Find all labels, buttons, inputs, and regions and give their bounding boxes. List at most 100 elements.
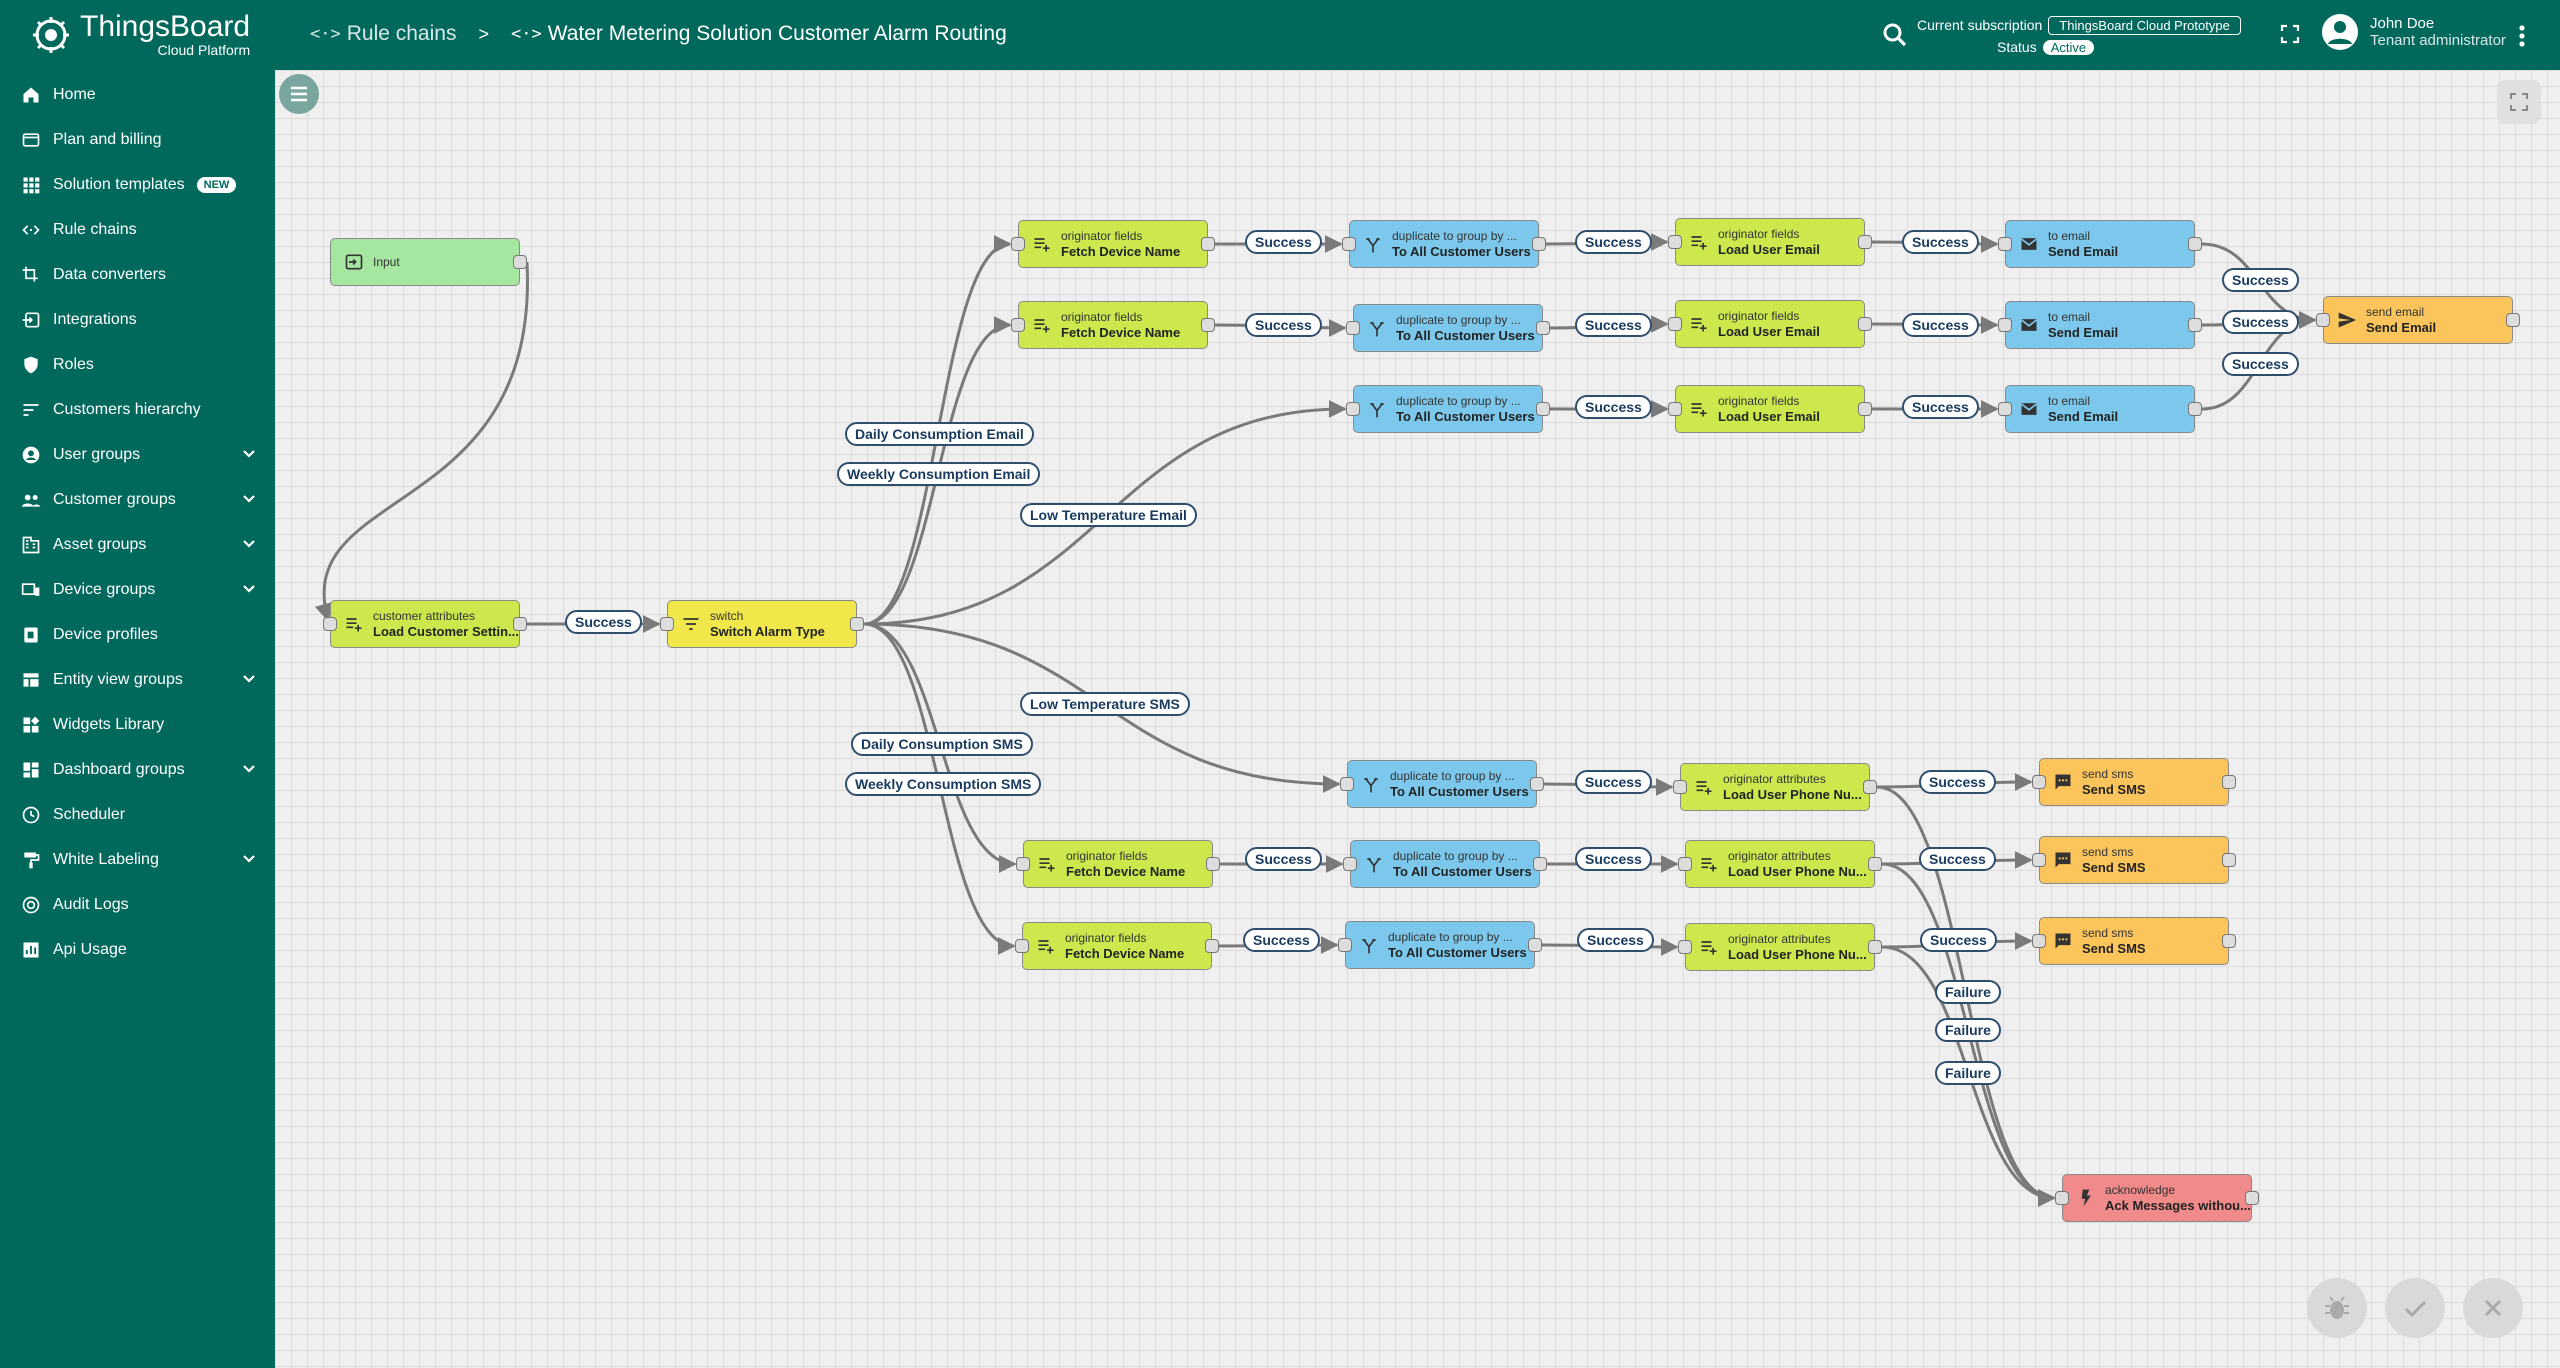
- edge-label-failure[interactable]: Failure: [1935, 980, 2001, 1004]
- node-input-port[interactable]: [1346, 402, 1360, 416]
- node-output-port[interactable]: [2188, 237, 2202, 251]
- edge-label-success[interactable]: Success: [565, 610, 642, 634]
- sidebar-item-dashboard-groups[interactable]: Dashboard groups: [0, 747, 275, 792]
- node-input-port[interactable]: [1011, 237, 1025, 251]
- node-input-port[interactable]: [1343, 857, 1357, 871]
- node-output-port[interactable]: [1201, 237, 1215, 251]
- chevron-down-icon[interactable]: [241, 491, 257, 507]
- edge-label-weekly-email[interactable]: Weekly Consumption Email: [837, 462, 1041, 486]
- node-input-port[interactable]: [2316, 313, 2330, 327]
- node-output-port[interactable]: [1536, 402, 1550, 416]
- node-output-port[interactable]: [1205, 939, 1219, 953]
- logo[interactable]: ThingsBoard Cloud Platform: [30, 12, 250, 58]
- sidebar-item-roles[interactable]: Roles: [0, 342, 275, 387]
- edge-label-success[interactable]: Success: [1577, 928, 1654, 952]
- edge-label-success[interactable]: Success: [1902, 395, 1979, 419]
- sidebar-item-entity-view-groups[interactable]: Entity view groups: [0, 657, 275, 702]
- rule-node-dup6[interactable]: duplicate to group by ...To All Customer…: [1345, 921, 1535, 969]
- node-input-port[interactable]: [1998, 318, 2012, 332]
- sidebar-item-device-groups[interactable]: Device groups: [0, 567, 275, 612]
- apply-changes-button[interactable]: [2385, 1278, 2445, 1338]
- rule-node-input[interactable]: Input: [330, 238, 520, 286]
- node-output-port[interactable]: [850, 617, 864, 631]
- node-input-port[interactable]: [2032, 853, 2046, 867]
- edge-label-weekly-sms[interactable]: Weekly Consumption SMS: [845, 772, 1042, 796]
- rule-node-dup1[interactable]: duplicate to group by ...To All Customer…: [1349, 220, 1539, 268]
- node-input-port[interactable]: [1678, 857, 1692, 871]
- edge-label-success[interactable]: Success: [1245, 230, 1322, 254]
- sidebar-item-customers-hierarchy[interactable]: Customers hierarchy: [0, 387, 275, 432]
- node-input-port[interactable]: [1668, 317, 1682, 331]
- node-output-port[interactable]: [513, 617, 527, 631]
- node-output-port[interactable]: [1532, 237, 1546, 251]
- chevron-down-icon[interactable]: [241, 671, 257, 687]
- node-output-port[interactable]: [2188, 402, 2202, 416]
- node-input-port[interactable]: [1998, 237, 2012, 251]
- sidebar-item-api-usage[interactable]: Api Usage: [0, 927, 275, 972]
- chevron-down-icon[interactable]: [241, 851, 257, 867]
- node-input-port[interactable]: [323, 617, 337, 631]
- sidebar-item-asset-groups[interactable]: Asset groups: [0, 522, 275, 567]
- search-icon[interactable]: [1880, 20, 1910, 50]
- edge-label-success[interactable]: Success: [1243, 928, 1320, 952]
- node-output-port[interactable]: [1533, 857, 1547, 871]
- node-output-port[interactable]: [1858, 235, 1872, 249]
- node-output-port[interactable]: [1536, 321, 1550, 335]
- node-output-port[interactable]: [1868, 857, 1882, 871]
- chevron-down-icon[interactable]: [241, 536, 257, 552]
- node-output-port[interactable]: [1863, 780, 1877, 794]
- sidebar-item-rule-chains[interactable]: Rule chains: [0, 207, 275, 252]
- rule-node-dup3[interactable]: duplicate to group by ...To All Customer…: [1353, 385, 1543, 433]
- edge-label-success[interactable]: Success: [1902, 230, 1979, 254]
- node-input-port[interactable]: [660, 617, 674, 631]
- node-output-port[interactable]: [1868, 940, 1882, 954]
- chevron-down-icon[interactable]: [241, 581, 257, 597]
- sidebar-item-customer-groups[interactable]: Customer groups: [0, 477, 275, 522]
- edge-label-success[interactable]: Success: [2222, 352, 2299, 376]
- node-input-port[interactable]: [1340, 777, 1354, 791]
- sidebar-item-data-converters[interactable]: Data converters: [0, 252, 275, 297]
- user-menu[interactable]: John Doe Tenant administrator: [2322, 14, 2506, 50]
- node-input-port[interactable]: [1015, 939, 1029, 953]
- edge-label-success[interactable]: Success: [1575, 230, 1652, 254]
- sidebar-item-audit-logs[interactable]: Audit Logs: [0, 882, 275, 927]
- edge-label-success[interactable]: Success: [1902, 313, 1979, 337]
- sidebar-item-home[interactable]: Home: [0, 72, 275, 117]
- node-input-port[interactable]: [1998, 402, 2012, 416]
- breadcrumb-rule-chains[interactable]: <·> Rule chains: [310, 22, 456, 46]
- node-output-port[interactable]: [1206, 857, 1220, 871]
- node-input-port[interactable]: [2055, 1191, 2069, 1205]
- edge-label-daily-sms[interactable]: Daily Consumption SMS: [851, 732, 1033, 756]
- edge-label-success[interactable]: Success: [2222, 268, 2299, 292]
- sidebar-item-user-groups[interactable]: User groups: [0, 432, 275, 477]
- node-input-port[interactable]: [1673, 780, 1687, 794]
- node-output-port[interactable]: [2222, 853, 2236, 867]
- edge-label-success[interactable]: Success: [1575, 770, 1652, 794]
- node-input-port[interactable]: [1338, 938, 1352, 952]
- connection-input-to-load_customer[interactable]: [314, 261, 529, 622]
- node-input-port[interactable]: [2032, 934, 2046, 948]
- edge-label-success[interactable]: Success: [1245, 847, 1322, 871]
- sidebar-item-integrations[interactable]: Integrations: [0, 297, 275, 342]
- node-input-port[interactable]: [1668, 402, 1682, 416]
- edge-label-failure[interactable]: Failure: [1935, 1018, 2001, 1042]
- edge-label-low-temp-sms[interactable]: Low Temperature SMS: [1020, 692, 1190, 716]
- edge-label-daily-email[interactable]: Daily Consumption Email: [845, 422, 1034, 446]
